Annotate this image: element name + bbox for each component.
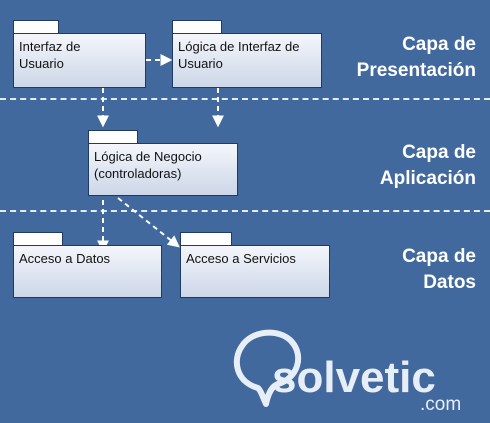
- layer-label-data-line1: Capa de: [402, 246, 476, 267]
- layer-label-application-line2: Aplicación: [379, 168, 476, 189]
- layer-label-data: Capa de Datos: [402, 244, 476, 296]
- package-tab: [172, 20, 222, 33]
- speech-bubble-icon: [233, 329, 302, 407]
- logo-brand-text: solvetic: [272, 353, 436, 402]
- layer-label-presentation-line1: Capa de: [402, 34, 476, 55]
- package-tab: [13, 232, 63, 245]
- package-ui: Interfaz de Usuario: [13, 20, 146, 88]
- package-data-access: Acceso a Datos: [13, 232, 162, 298]
- layer-label-application-line1: Capa de: [402, 142, 476, 163]
- logo-suffix-text: .com: [420, 394, 461, 415]
- package-tab: [13, 20, 59, 33]
- package-ui-label: Interfaz de Usuario: [13, 33, 146, 88]
- layer-divider-bottom: [0, 210, 490, 212]
- arrow-business-to-services: [117, 197, 180, 248]
- package-ui-logic-label: Lógica de Interfaz de Usuario: [172, 33, 322, 88]
- solvetic-logo: solvetic .com: [233, 329, 461, 415]
- package-tab: [88, 130, 138, 143]
- package-tab: [180, 232, 232, 245]
- layer-label-data-line2: Datos: [423, 272, 476, 293]
- layer-label-application: Capa de Aplicación: [380, 140, 476, 192]
- layer-label-presentation-line2: Presentación: [356, 60, 476, 81]
- package-data-access-label: Acceso a Datos: [13, 245, 162, 298]
- package-ui-logic: Lógica de Interfaz de Usuario: [172, 20, 322, 88]
- layer-label-presentation: Capa de Presentación: [357, 32, 476, 84]
- package-business: Lógica de Negocio (controladoras): [88, 130, 238, 196]
- layer-divider-top: [0, 98, 490, 100]
- package-business-label: Lógica de Negocio (controladoras): [88, 143, 238, 196]
- package-services-label: Acceso a Servicios: [180, 245, 330, 298]
- package-services: Acceso a Servicios: [180, 232, 330, 298]
